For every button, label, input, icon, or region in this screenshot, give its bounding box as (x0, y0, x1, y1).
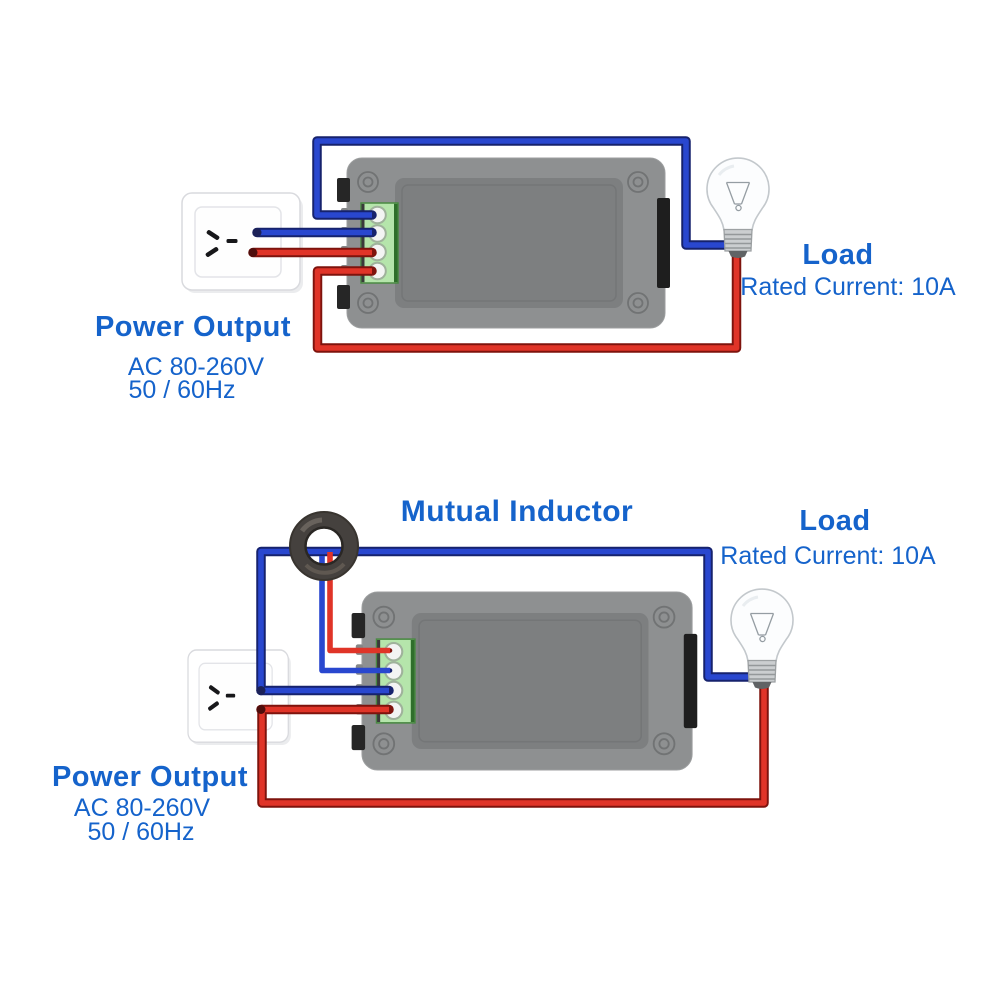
top-labels: Power Output AC 80-260V 50 / 60Hz Load R… (95, 239, 956, 404)
voltage-label: AC 80-260V (74, 794, 211, 822)
socket-pin-neutral (256, 686, 266, 695)
bottom-labels: Mutual Inductor Load Rated Current: 10A … (52, 495, 936, 846)
socket-pin-neutral (252, 228, 262, 237)
socket-pin-live (248, 248, 258, 257)
power-meter (350, 590, 699, 772)
load-title: Load (799, 505, 870, 537)
top-diagram: Power Output AC 80-260V 50 / 60Hz Load R… (95, 136, 956, 404)
blue-wire-cores (257, 138, 727, 248)
power-output-title: Power Output (95, 311, 291, 343)
red-wire-cores (253, 249, 740, 351)
power-meter (336, 157, 671, 329)
voltage-label: AC 80-260V (128, 353, 265, 381)
power-output-title: Power Output (52, 761, 248, 793)
frequency-label: 50 / 60Hz (128, 376, 235, 404)
current-transformer (289, 511, 359, 581)
wall-socket (187, 649, 292, 746)
load-rating-label: Rated Current: 10A (740, 273, 956, 301)
socket-pin-live (256, 705, 266, 714)
mutual-inductor-title: Mutual Inductor (401, 495, 633, 528)
frequency-label: 50 / 60Hz (87, 818, 194, 846)
blue-wire-cores (258, 548, 751, 694)
load-rating-label: Rated Current: 10A (720, 542, 936, 570)
bottom-diagram: Mutual Inductor Load Rated Current: 10A … (52, 495, 936, 846)
red-wire-cores (259, 552, 767, 806)
load-title: Load (802, 239, 873, 271)
wall-socket (181, 192, 304, 294)
